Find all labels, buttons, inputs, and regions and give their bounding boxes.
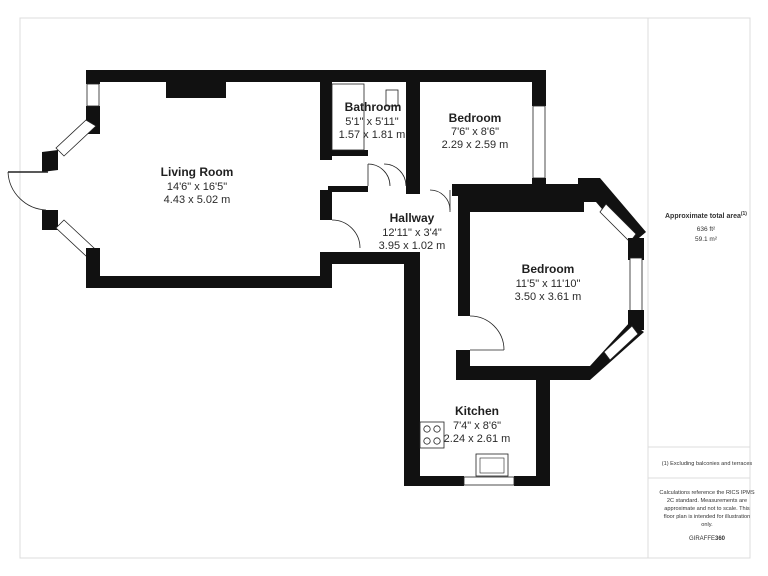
wall	[326, 252, 420, 264]
hob-ring	[423, 437, 431, 445]
door-swing	[429, 189, 451, 211]
window	[629, 257, 643, 313]
wall	[628, 238, 644, 260]
area-summary: Approximate total area(1) 636 ft² 59.1 m…	[665, 211, 747, 243]
room-name: Bedroom	[522, 262, 575, 276]
room-dimensions-imperial: 11'5" x 11'10"	[516, 278, 581, 290]
room-hallway: Hallway 12'11" x 3'4" 3.95 x 1.02 m	[379, 211, 446, 252]
wall	[406, 70, 420, 194]
wall	[328, 186, 368, 192]
wall	[86, 70, 100, 84]
room-name: Bathroom	[345, 100, 402, 114]
disclaimer-line: only.	[701, 522, 713, 528]
disclaimer-line: 2C standard. Measurements are	[667, 498, 747, 504]
hob-ring	[423, 425, 431, 433]
disclaimer: Calculations reference the RICS IPMS 2C …	[659, 490, 754, 528]
room-dimensions-imperial: 12'11" x 3'4"	[382, 227, 442, 239]
brand-prefix: GIRAFFE	[689, 536, 715, 542]
page-border	[19, 17, 751, 559]
room-name: Living Room	[161, 165, 234, 179]
wall	[456, 366, 582, 380]
area-footnote: (1) Excluding balconies and terraces	[662, 461, 753, 467]
shower	[331, 83, 365, 151]
sink-basin	[479, 457, 505, 474]
door-swing	[7, 171, 47, 211]
door-swing	[367, 163, 391, 187]
wall	[532, 178, 546, 188]
room-name: Kitchen	[455, 404, 499, 418]
toilet	[385, 89, 399, 107]
room-kitchen: Kitchen 7'4" x 8'6" 2.24 x 2.61 m	[444, 404, 511, 445]
room-bedroom-1: Bedroom 7'6" x 8'6" 2.29 x 2.59 m	[442, 111, 509, 151]
area-title-text: Approximate total area	[665, 213, 741, 220]
room-dimensions-imperial: 7'4" x 8'6"	[453, 420, 501, 432]
room-bedroom-2: Bedroom 11'5" x 11'10" 3.50 x 3.61 m	[515, 262, 582, 303]
door-swing	[469, 315, 505, 351]
window	[603, 325, 639, 361]
wall	[458, 196, 470, 316]
hob-ring	[433, 437, 441, 445]
door-swing	[331, 219, 361, 249]
hob-ring	[433, 425, 441, 433]
room-bathroom: Bathroom 5'1" x 5'11" 1.57 x 1.81 m	[339, 100, 406, 141]
wall	[406, 70, 546, 82]
wall	[86, 248, 100, 262]
area-sqft: 636 ft²	[697, 226, 716, 233]
floor-plan	[7, 70, 646, 486]
wall	[404, 252, 420, 484]
window	[86, 83, 100, 107]
area-note-marker: (1)	[741, 211, 747, 217]
room-dimensions-metric: 3.95 x 1.02 m	[379, 240, 446, 252]
sink	[475, 453, 509, 477]
wall	[460, 184, 584, 212]
brand-logo: GIRAFFE360	[689, 536, 726, 542]
room-name: Hallway	[390, 211, 435, 225]
wall	[320, 190, 332, 220]
area-title: Approximate total area(1)	[665, 211, 747, 220]
wall	[328, 150, 368, 156]
disclaimer-line: approximate and not to scale. This	[664, 506, 750, 512]
wall	[42, 210, 58, 230]
wall	[536, 376, 550, 484]
hob	[419, 421, 445, 449]
room-dimensions-imperial: 7'6" x 8'6"	[451, 126, 499, 138]
wall	[404, 476, 464, 486]
wall	[42, 150, 58, 172]
area-sqm: 59.1 m²	[695, 236, 718, 243]
room-living-room: Living Room 14'6" x 16'5" 4.43 x 5.02 m	[161, 165, 234, 206]
wall	[532, 70, 546, 106]
window	[463, 476, 515, 486]
disclaimer-line: Calculations reference the RICS IPMS	[659, 490, 754, 496]
room-name: Bedroom	[449, 111, 502, 125]
wall	[514, 476, 550, 486]
wall	[86, 276, 326, 288]
room-dimensions-metric: 3.50 x 3.61 m	[515, 291, 582, 303]
room-dimensions-imperial: 5'1" x 5'11"	[345, 116, 398, 128]
wall	[320, 70, 332, 160]
brand-suffix: 360	[715, 536, 726, 542]
wall	[332, 70, 420, 82]
window	[55, 119, 97, 157]
disclaimer-line: floor plan is intended for illustration	[664, 514, 750, 520]
room-dimensions-metric: 2.29 x 2.59 m	[442, 139, 509, 151]
chimney-breast	[166, 70, 226, 98]
room-dimensions-metric: 1.57 x 1.81 m	[339, 129, 406, 141]
door-swing	[383, 163, 407, 187]
window	[532, 105, 546, 179]
room-dimensions-imperial: 14'6" x 16'5"	[167, 181, 227, 193]
room-dimensions-metric: 4.43 x 5.02 m	[164, 194, 231, 206]
room-dimensions-metric: 2.24 x 2.61 m	[444, 433, 511, 445]
